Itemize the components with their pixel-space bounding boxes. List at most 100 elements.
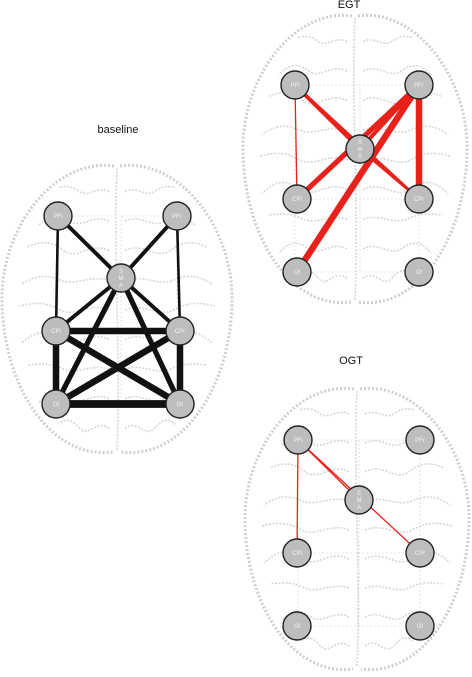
gyrus-fold [267,91,348,105]
gyrus-fold [362,181,449,195]
edge-CPr-Ol [54,328,182,407]
gyrus-fold [364,582,445,591]
node-label-line: A [358,154,362,160]
gyrus-fold [364,463,445,476]
edge-PFl-SMA [56,214,123,280]
gyrus-fold [124,363,207,372]
node-PFl: PFl [43,201,73,231]
node-label: CPl [292,551,302,557]
node-circle [344,485,374,515]
node-circle [404,70,434,100]
node-circle [405,538,435,568]
right-hemisphere-outline [359,386,471,672]
node-label: CPr [415,551,425,557]
node-CPr: CPr [165,316,195,346]
node-PFr: PFr [162,201,192,231]
gyrus-fold [261,522,350,534]
node-circle [405,425,435,455]
node-CPr: CPr [404,184,434,214]
node-label-line: A [119,283,123,289]
node-circle [282,257,312,287]
gyrus-fold [261,181,348,195]
node-label: PFr [172,214,182,220]
node-Ol: Ol [282,611,312,641]
node-circle [43,201,73,231]
node-circle [41,389,71,419]
gyrus-fold [19,302,110,314]
node-label: CPr [175,329,185,335]
node-label: PFl [291,83,300,89]
left-hemisphere-outline [0,163,115,455]
baseline-brain-outline [0,163,234,455]
node-circle [280,70,310,100]
node-label-line: S [358,140,362,146]
node-circle [41,316,71,346]
gyrus-fold [269,463,350,476]
gyrus-fold [362,35,413,45]
gyrus-fold [20,275,110,286]
gyrus-fold [297,35,348,45]
gyrus-fold [259,152,348,164]
node-label: Or [416,270,423,276]
node-label: PFr [415,438,425,444]
node-circle [404,257,434,287]
longitudinal-fissure [355,390,359,668]
gyrus-fold [124,302,215,314]
node-PFl: PFl [280,70,310,100]
node-PFr: PFr [404,70,434,100]
egt-edges [293,83,423,274]
node-circle [282,611,312,641]
node-CPr: CPr [405,538,435,568]
gyrus-fold [299,408,350,417]
node-label-line: A [357,505,361,511]
node-label: PFl [294,438,303,444]
node-PFl: PFl [283,425,313,455]
node-label: Ol [294,270,300,276]
gyrus-fold [362,152,451,164]
edge-PFl-CPl [54,215,60,332]
baseline-panel-title: baseline [98,124,139,136]
node-Ol: Ol [41,389,71,419]
edge-PFr-Ol [294,83,422,274]
egt-panel-title: EGT [338,0,361,11]
gyrus-fold [364,408,415,417]
node-label: Ol [53,402,59,408]
edge-SMA-Or [118,276,183,406]
node-label-line: M [357,498,362,504]
node-circle [345,134,375,164]
node-circle [404,184,434,214]
node-label: PFr [414,83,424,89]
longitudinal-fissure [115,167,119,451]
gyrus-fold [124,419,177,433]
right-hemisphere-outline [357,13,469,305]
gyrus-fold [280,610,350,622]
gyrus-fold [362,213,443,222]
gyrus-fold [124,185,176,195]
gyrus-fold [57,419,110,433]
gyrus-fold [362,91,443,105]
gyrus-fold [364,637,415,650]
edge-PFr-CPr [175,215,182,332]
gyrus-fold [278,64,348,76]
ogt-brain-outline [243,386,471,672]
node-Or: Or [405,611,435,641]
node-Or: Or [165,389,195,419]
gyrus-fold [364,610,434,622]
gyrus-fold [269,582,350,591]
edge-PFl-CPl [294,84,298,200]
node-circle [405,611,435,641]
gyrus-fold [263,496,350,506]
node-circle [162,201,192,231]
ogt-reference-grid [297,439,421,627]
